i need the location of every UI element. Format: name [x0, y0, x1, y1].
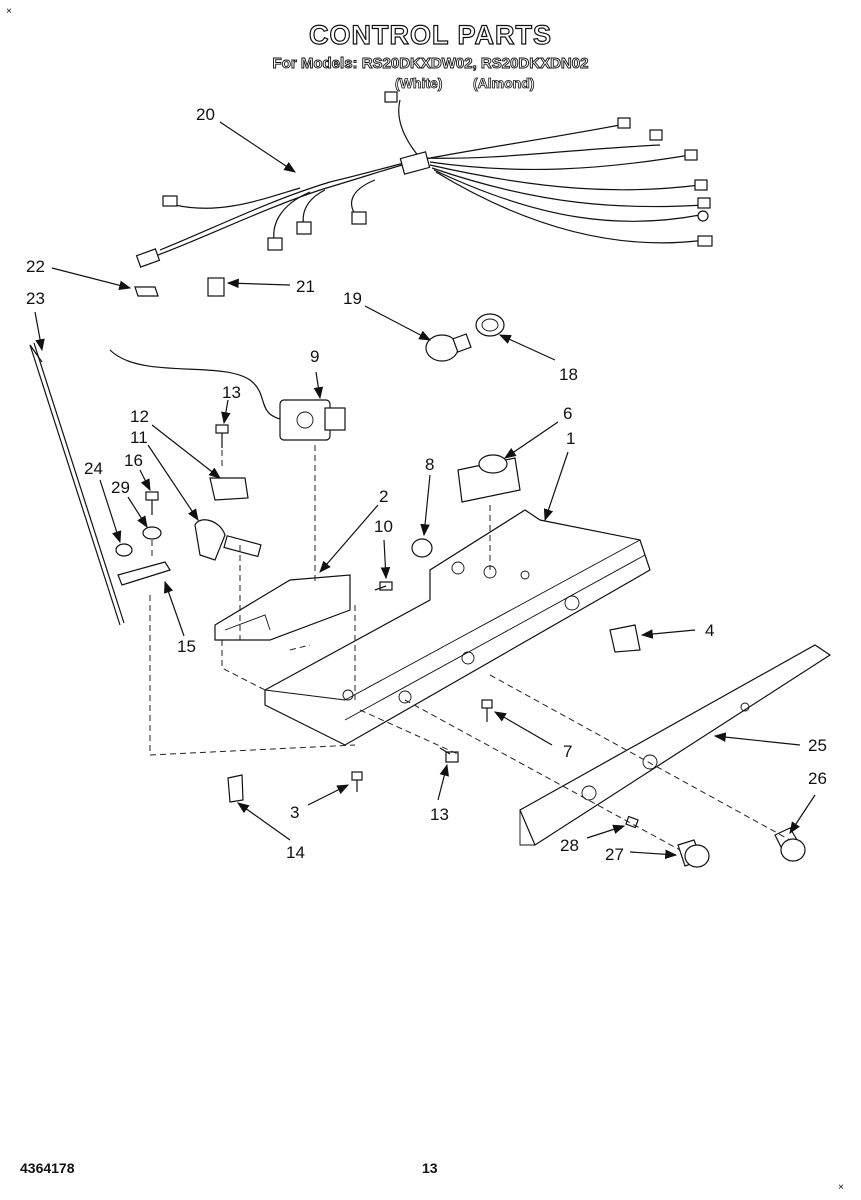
switch-4: [609, 624, 641, 653]
callout-29: 29: [111, 478, 130, 497]
callout-26: 26: [808, 769, 827, 788]
color-white-label: (White): [395, 75, 443, 92]
wiring-harness: [135, 91, 713, 268]
callout-19: 19: [343, 289, 362, 308]
callout-2: 2: [379, 487, 388, 506]
spacer-28: [625, 815, 639, 829]
callout-9: 9: [310, 347, 319, 366]
callout-14: 14: [286, 843, 305, 862]
assembly-lines: [149, 445, 791, 851]
screw-16: [145, 491, 159, 515]
callout-7: 7: [563, 742, 572, 761]
screw-7: [481, 699, 493, 722]
callout-10: 10: [374, 517, 393, 536]
washer-29: [142, 526, 162, 540]
callout-1: 1: [566, 429, 575, 448]
callout-16: 16: [124, 451, 143, 470]
callout-labels: 20 22 21 23 19 18 9 13 12 11 6 1 16 24 2…: [26, 105, 827, 864]
capillary-tube: [109, 349, 286, 421]
screw-10: [374, 581, 393, 591]
lever-15: [117, 561, 171, 586]
callout-3: 3: [290, 803, 299, 822]
callout-28: 28: [560, 836, 579, 855]
callout-11: 11: [130, 428, 148, 447]
bulb-19: [425, 333, 472, 362]
callout-12: 12: [130, 407, 149, 426]
thermostat-9: [279, 399, 346, 441]
doc-number: 4364178: [20, 1160, 75, 1176]
callout-8: 8: [425, 455, 434, 474]
grommet-8: [411, 538, 433, 558]
callout-15: 15: [177, 637, 196, 656]
clip-14: [227, 774, 244, 803]
leader-arrows: [34, 121, 816, 860]
knob-27: [677, 839, 710, 868]
callout-21: 21: [296, 277, 315, 296]
callout-24: 24: [84, 459, 103, 478]
screw-13-bottom: [439, 747, 459, 763]
switch-11: [194, 519, 262, 561]
models-line: For Models: RS20DKXDW02, RS20DKXDN02: [272, 55, 589, 73]
corner-mark-bottom-right: ×: [838, 1182, 844, 1193]
control-housing-1: [264, 509, 651, 746]
callout-22: 22: [26, 257, 45, 276]
callout-25: 25: [808, 736, 827, 755]
clip-22: [134, 286, 159, 297]
page-number: 13: [422, 1160, 438, 1176]
callout-4: 4: [705, 621, 714, 640]
bracket-12: [209, 477, 249, 501]
callout-6: 6: [563, 404, 572, 423]
washer-24: [115, 543, 133, 557]
rod-23: [29, 344, 121, 626]
callout-27: 27: [605, 845, 624, 864]
bracket-2: [214, 574, 351, 641]
corner-mark-top-left: ×: [6, 6, 12, 17]
socket-18: [475, 313, 505, 337]
control-panel-25: [519, 644, 832, 846]
color-almond-label: (Almond): [473, 75, 535, 92]
screw-13-top: [215, 424, 229, 448]
defrost-timer-6: [457, 454, 521, 503]
callout-20: 20: [196, 105, 215, 124]
callout-13a: 13: [222, 383, 241, 402]
screw-3: [351, 771, 363, 792]
callout-13b: 13: [430, 805, 449, 824]
clip-21: [207, 277, 225, 297]
page-title: CONTROL PARTS: [308, 19, 552, 50]
callout-18: 18: [559, 365, 578, 384]
callout-23: 23: [26, 289, 45, 308]
